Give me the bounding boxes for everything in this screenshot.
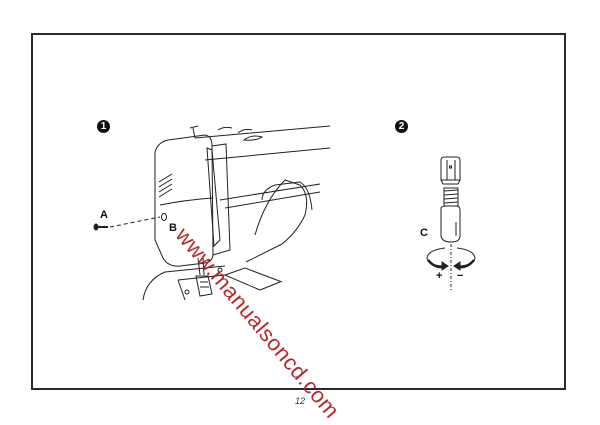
page-frame: [31, 33, 566, 390]
label-plus: +: [436, 270, 443, 282]
label-a: A: [100, 209, 108, 221]
label-minus: −: [457, 270, 464, 282]
step-badge-2: 2: [395, 120, 408, 133]
step-badge-1: 1: [97, 120, 110, 133]
page-number: 12: [294, 396, 305, 406]
label-b: B: [169, 222, 177, 234]
label-c: C: [420, 227, 428, 239]
